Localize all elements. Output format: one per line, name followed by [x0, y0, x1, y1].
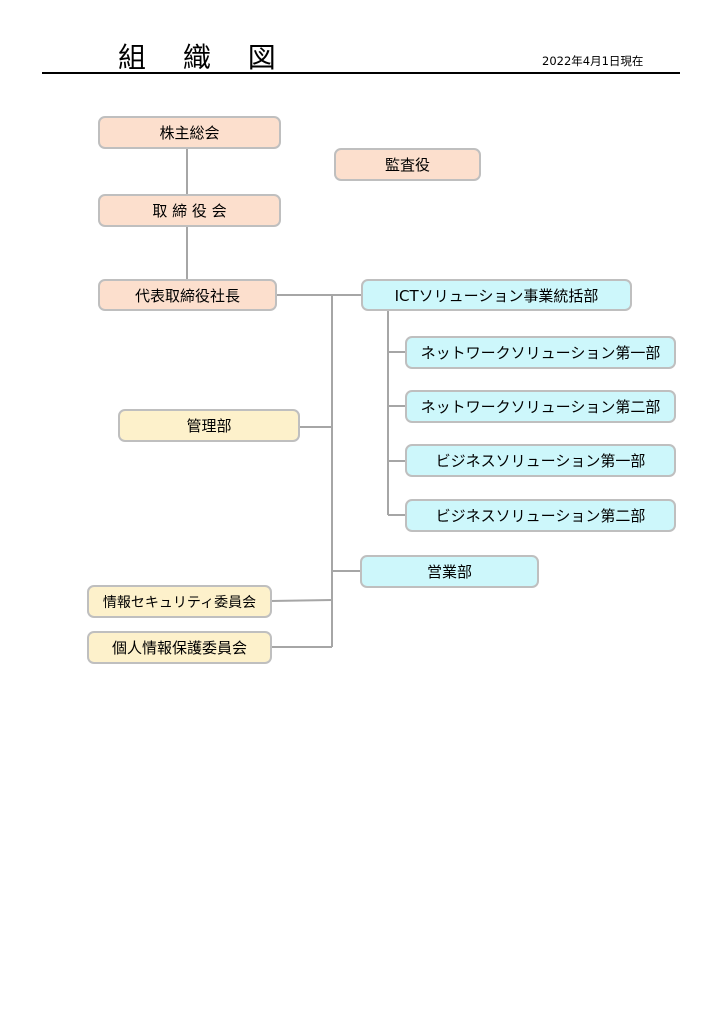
node-business-solution-1: ビジネスソリューション第一部 [405, 444, 676, 477]
node-administration: 管理部 [118, 409, 300, 442]
title-underline [42, 72, 680, 74]
node-ict-division: ICTソリューション事業統括部 [361, 279, 632, 311]
node-president: 代表取締役社長 [98, 279, 277, 311]
as-of-date: 2022年4月1日現在 [542, 54, 644, 68]
node-privacy-committee: 個人情報保護委員会 [87, 631, 272, 664]
node-shareholders-meeting: 株主総会 [98, 116, 281, 149]
node-network-solution-2: ネットワークソリューション第二部 [405, 390, 676, 423]
node-info-security-committee: 情報セキュリティ委員会 [87, 585, 272, 618]
connector-info-security [270, 599, 333, 602]
page-title: 組 織 図 [118, 41, 290, 74]
node-sales: 営業部 [360, 555, 539, 588]
node-board-of-directors: 取 締 役 会 [98, 194, 281, 227]
node-business-solution-2: ビジネスソリューション第二部 [405, 499, 676, 532]
node-network-solution-1: ネットワークソリューション第一部 [405, 336, 676, 369]
node-auditor: 監査役 [334, 148, 481, 181]
